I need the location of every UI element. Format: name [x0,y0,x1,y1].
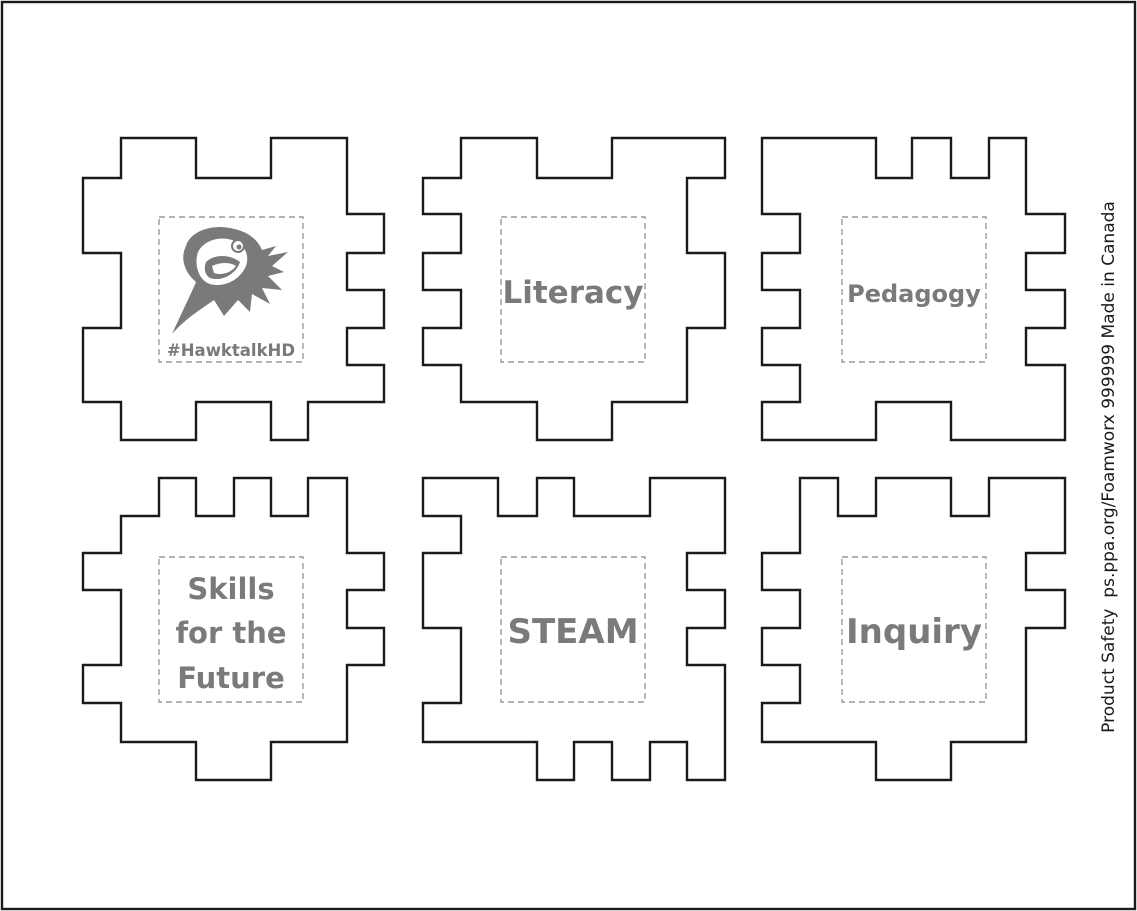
piece-outline [421,476,727,782]
piece-label-literacy: Literacy [502,275,643,311]
label-box [841,216,987,363]
label-box [841,556,987,703]
puzzle-piece-hawk: #HawktalkHD [81,136,386,442]
piece-label-skills-line2: for the [175,616,286,650]
piece-outline [81,476,386,782]
puzzle-piece-steam: STEAM [421,476,727,782]
piece-label-skills-line1: Skills [187,572,274,606]
label-box [158,216,304,363]
puzzle-piece-skills: Skills for the Future [81,476,386,782]
product-safety-text: Product Safety ps.ppa.org/Foamworx 99999… [1099,201,1119,733]
puzzle-piece-literacy: Literacy [421,136,727,442]
piece-outline [81,136,386,442]
piece-label-steam: STEAM [507,612,638,652]
piece-outline [760,136,1067,442]
label-box [500,556,646,703]
piece-label-skills-line3: Future [177,661,285,695]
piece-outline [760,476,1067,782]
label-box [500,216,646,363]
piece-label-inquiry: Inquiry [846,612,982,652]
label-box [158,556,304,703]
puzzle-piece-inquiry: Inquiry [760,476,1067,782]
piece-label-hawktalk: #HawktalkHD [167,341,295,360]
piece-label-pedagogy: Pedagogy [847,280,981,308]
puzzle-piece-pedagogy: Pedagogy [760,136,1067,442]
hawk-mascot-icon [172,226,288,334]
piece-outline [421,136,727,442]
